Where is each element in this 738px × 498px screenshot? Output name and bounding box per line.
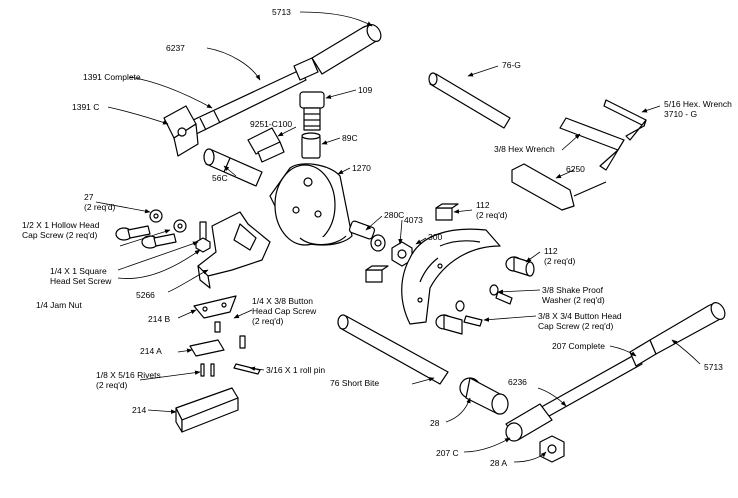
label-1391-complete: 1391 Complete	[83, 72, 141, 82]
label-4073: 4073	[404, 215, 423, 225]
label-6236: 6236	[508, 377, 527, 387]
label-button38-1: 3/8 X 3/4 Button Head	[538, 311, 622, 321]
label-roll-pin: 3/16 X 1 roll pin	[266, 365, 326, 375]
nut-28a-part	[539, 435, 565, 463]
label-hex-38: 3/8 Hex Wrench	[494, 144, 555, 154]
label-5713-bottom: 5713	[704, 362, 723, 372]
label-112a: 112	[476, 200, 490, 210]
handle-6237-part	[175, 24, 382, 141]
label-square-1: 1/4 X 1 Square	[50, 266, 107, 276]
label-6237: 6237	[166, 43, 185, 53]
label-5713-top: 5713	[272, 7, 291, 17]
screw-109-part	[299, 91, 325, 131]
label-button14-3: (2 req'd)	[252, 316, 284, 326]
label-214: 214	[132, 405, 147, 415]
label-5266: 5266	[136, 290, 155, 300]
label-89c: 89C	[342, 133, 358, 143]
label-109: 109	[358, 85, 373, 95]
label-207-complete: 207 Complete	[552, 341, 605, 351]
bushing-89c-part	[301, 132, 321, 159]
label-square-2: Head Set Screw	[50, 276, 112, 286]
label-214b: 214 B	[148, 314, 171, 324]
washer-screw-part	[435, 284, 513, 335]
label-27: 27	[84, 192, 94, 202]
label-1270: 1270	[352, 163, 371, 173]
knob-112-part	[505, 256, 535, 277]
hex-wrench-516-part	[603, 99, 647, 141]
hollow-cap-screws-part	[115, 209, 187, 249]
pin-76g-part	[428, 72, 511, 129]
label-112b-req: (2 req'd)	[544, 256, 576, 266]
label-6250: 6250	[566, 164, 585, 174]
label-76-short-bite: 76 Short Bite	[330, 378, 380, 388]
pin-56c-part	[203, 148, 263, 187]
label-28: 28	[430, 418, 440, 428]
bracket-5266-part	[197, 211, 271, 289]
label-112a-req: (2 req'd)	[476, 210, 508, 220]
plate-214b-part	[193, 295, 246, 349]
nut-4073-part	[391, 241, 413, 267]
label-28a: 28 A	[490, 458, 508, 468]
tool-6250-part	[511, 163, 607, 211]
label-214a: 214 A	[140, 346, 162, 356]
label-280c: 280C	[384, 210, 405, 220]
label-27-req: (2 req'd)	[84, 202, 116, 212]
label-rivet-1: 1/8 X 5/16 Rivets	[96, 370, 161, 380]
label-56c: 56C	[212, 173, 228, 183]
collet-28-part	[459, 377, 509, 415]
label-76g: 76-G	[502, 60, 521, 70]
label-shake-2: Washer (2 req'd)	[542, 295, 605, 305]
label-hexw-1: 5/16 Hex. Wrench	[664, 99, 732, 109]
hex-wrench-38-part	[559, 117, 625, 171]
label-shake-1: 3/8 Shake Proof	[542, 285, 603, 295]
block-214-part	[175, 387, 239, 433]
label-button14-2: Head Cap Screw	[252, 306, 317, 316]
label-jam-nut: 1/4 Jam Nut	[36, 300, 82, 310]
screw-280c-part	[348, 220, 386, 252]
label-hollow-2: Cap Screw (2 req'd)	[22, 230, 98, 240]
plate-300-part	[401, 228, 501, 325]
label-112b: 112	[544, 246, 558, 256]
screw-9251-part	[247, 127, 285, 163]
label-rivet-2: (2 req'd)	[96, 380, 128, 390]
label-button14-1: 1/4 X 3/8 Button	[252, 296, 313, 306]
plate-214a-part	[189, 339, 261, 377]
leader-lines	[95, 11, 701, 463]
label-hexw-2: 3710 - G	[664, 109, 698, 119]
label-hollow-1: 1/2 X 1 Hollow Head	[22, 220, 100, 230]
body-1270-part	[269, 163, 353, 246]
set-screw-jam-nut-part	[195, 221, 211, 253]
label-300: 300	[428, 232, 443, 242]
clevis-207c-part	[505, 403, 553, 442]
shaft-76-part	[337, 314, 449, 385]
label-button38-2: Cap Screw (2 req'd)	[538, 321, 614, 331]
label-9251: 9251-C100	[250, 119, 293, 129]
label-207c: 207 C	[436, 448, 459, 458]
block-112a-part	[435, 203, 459, 221]
clevis-1391c-part	[163, 105, 199, 157]
block-112b-part	[365, 265, 389, 283]
label-1391c: 1391 C	[72, 102, 100, 112]
